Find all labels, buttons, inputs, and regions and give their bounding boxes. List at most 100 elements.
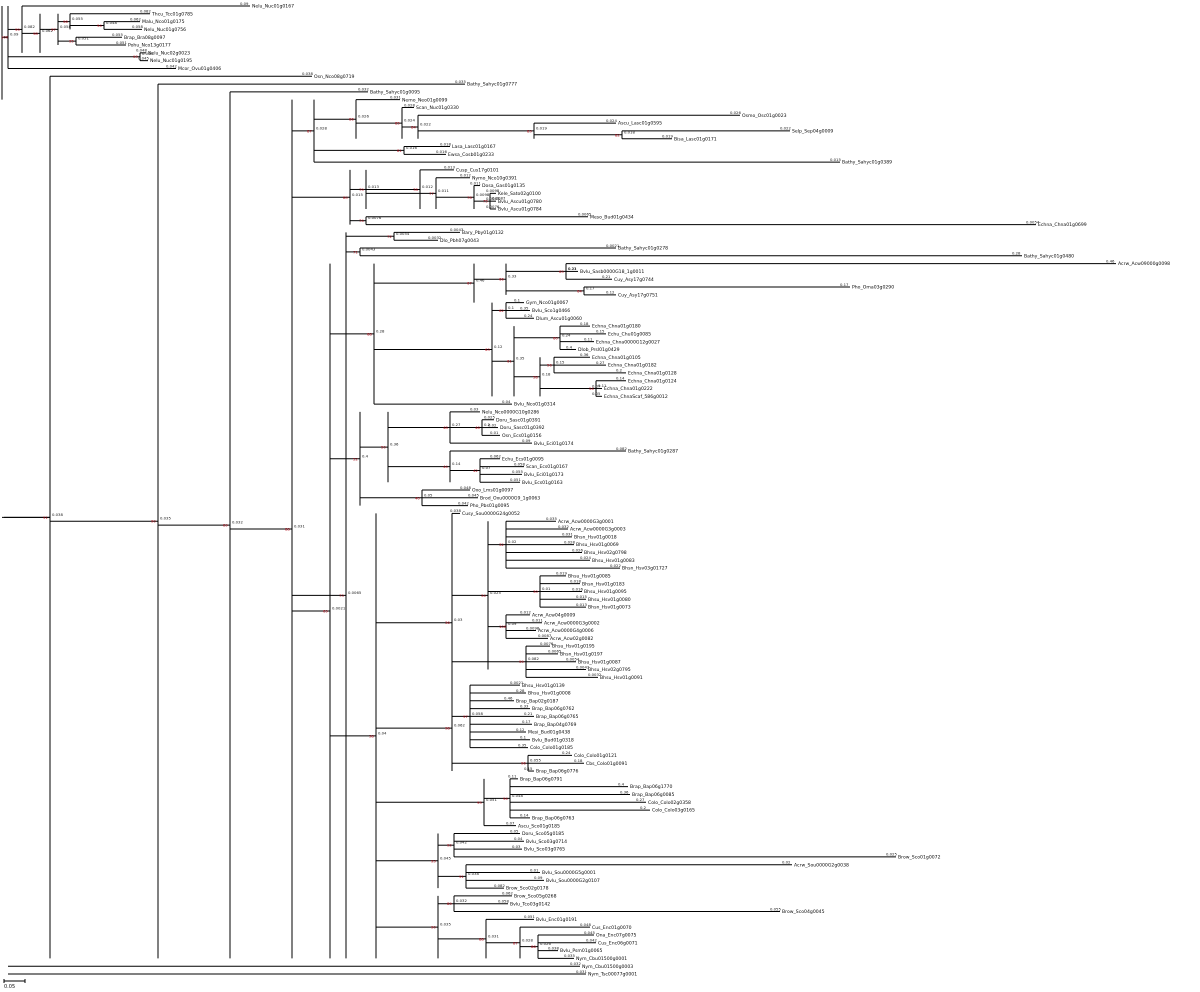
tree-leaf-label: Doru_Sco05g0185 — [522, 831, 564, 837]
tree-leaf-label: Malu_Nco01g0175 — [142, 19, 185, 25]
leaf-branch-length: 0.012 — [460, 173, 471, 178]
node-branch-length: 0.17 — [586, 285, 595, 290]
tree-leaf-label: Colo_Colo03g0165 — [652, 808, 695, 814]
leaf-branch-length: 0.058 — [498, 899, 509, 904]
leaf-branch-length: 0.026 — [572, 547, 583, 552]
node-branch-length: 0.35 — [516, 356, 525, 361]
tree-leaf-label: Lasa_Lasc01g0167 — [452, 144, 496, 150]
leaf-branch-length: 0.12 — [516, 727, 525, 732]
leaf-branch-length: 0.058 — [132, 24, 143, 29]
tree-leaf-label: Brap_Bap06g0791 — [520, 776, 562, 782]
tree-leaf-label: Brap_Bap06g0763 — [532, 815, 574, 821]
node-support-value: 54 — [589, 386, 594, 391]
leaf-branch-length: 0.0098 — [486, 188, 500, 193]
node-support-value: 92 — [447, 843, 452, 848]
tree-leaf-label: Nemo_Neo01g0099 — [402, 97, 447, 103]
node-support-value: 98 — [445, 726, 450, 731]
tree-leaf-label: Osn_Nco08g0719 — [314, 74, 355, 80]
tree-leaf-label: Bhsu_Hsv02g0795 — [588, 667, 631, 673]
node-support-value: 61 — [507, 359, 512, 364]
node-support-value: 98 — [33, 31, 38, 36]
leaf-branch-length: 0.0021 — [606, 243, 620, 248]
tree-leaf-label: Echna_Chna01g0182 — [608, 363, 657, 369]
node-support-value: 86 — [531, 944, 536, 949]
tree-leaf-label: Echna_Chna01g0128 — [628, 371, 677, 377]
tree-leaf-label: Ascu_Sco01g0185 — [518, 823, 560, 829]
node-support-value: 100 — [1, 35, 9, 40]
node-branch-length: 0.18 — [542, 371, 551, 376]
tree-branches — [1, 5, 1116, 975]
node-branch-length: 0.032 — [456, 898, 467, 903]
node-branch-length: 0.1 — [508, 305, 515, 310]
node-branch-length: 0.33 — [508, 274, 517, 279]
node-support-value: 67 — [467, 281, 472, 286]
tree-leaf-label: Gym_Nco01g0067 — [526, 300, 568, 306]
node-support-value: 81 — [397, 148, 402, 153]
tree-leaf-label: Cusy_Sou0000G24g0052 — [462, 511, 520, 517]
leaf-branch-length: 0.04 — [502, 399, 511, 404]
node-support-value: 97 — [51, 27, 56, 32]
leaf-branch-length: 0.022 — [610, 563, 621, 568]
node-support-value: 40 — [415, 495, 420, 500]
leaf-branch-length: 0.024 — [606, 118, 617, 123]
leaf-branch-length: 0.028 — [404, 102, 415, 107]
tree-leaf-label: Mcor_Ovu01g0406 — [178, 66, 221, 72]
node-branch-length: 0.058 — [472, 711, 483, 716]
node-support-value: 77 — [429, 191, 434, 196]
tree-leaf-label: Acrw_Acw09000g0098 — [1118, 261, 1170, 267]
node-branch-length: 0.0054 — [396, 231, 410, 236]
node-branch-length: 0.15 — [556, 360, 565, 365]
node-branch-length: 0.015 — [352, 192, 363, 197]
node-support-value: 71 — [353, 249, 358, 254]
node-branch-length: 0.09 — [508, 621, 517, 626]
tree-leaf-label: Ewsa_Cosb01g0233 — [448, 152, 494, 158]
tree-leaf-label: Bhsu_Hsv01g0091 — [600, 675, 643, 681]
tree-leaf-label: Nelu_Nuc01g0167 — [252, 4, 294, 10]
node-support-value: 99 — [15, 27, 20, 32]
leaf-branch-length: 0.33 — [520, 703, 529, 708]
leaf-branch-length: 0.031 — [390, 94, 401, 99]
leaf-branch-length: 0.032 — [570, 961, 581, 966]
node-branch-length: 0.2 — [484, 422, 491, 427]
tree-leaf-label: Brap_Bra08g0097 — [124, 35, 165, 41]
node-branch-length: 0.038 — [468, 871, 479, 876]
node-branch-length: 0.082 — [528, 656, 539, 661]
tree-leaf-label: Acrw_Acw0000G3g0002 — [544, 620, 600, 626]
leaf-branch-length: 0.082 — [140, 9, 151, 14]
node-branch-length: 0.024 — [404, 118, 415, 123]
node-support-value: 95 — [477, 800, 482, 805]
tree-leaf-label: Dlo_Pbh07g0043 — [440, 238, 479, 244]
leaf-branch-length: 0.1 — [514, 297, 521, 302]
leaf-branch-length: 0.15 — [596, 329, 605, 334]
tree-leaf-label: Nelu_Nuc01g0756 — [144, 27, 186, 33]
tree-leaf-label: Bvlu_Ecs01g0163 — [522, 480, 563, 486]
tree-leaf-label: Brow_Sco02g0178 — [506, 886, 549, 892]
tree-leaf-label: Doru_Sasc01g0392 — [500, 425, 545, 431]
node-support-value: 58 — [533, 374, 538, 379]
node-support-value: 62 — [499, 308, 504, 313]
tree-leaf-label: Echna_Chna0000G12g0027 — [596, 339, 660, 345]
node-branch-length: 0.14 — [452, 461, 461, 466]
tree-leaf-label: Nelu_Nco0000G10g0286 — [482, 410, 539, 416]
node-branch-length: 0.032 — [232, 520, 243, 525]
leaf-branch-length: 0.051 — [524, 914, 535, 919]
leaf-branch-length: 0.062 — [502, 891, 513, 896]
leaf-branch-length: 0.03 — [512, 844, 521, 849]
leaf-branch-length: 0.4 — [618, 781, 625, 786]
node-branch-length: 0.09 — [10, 32, 19, 37]
node-branch-length: 0.062 — [454, 723, 465, 728]
tree-leaf-label: Bvlu_Sco03g0714 — [526, 839, 567, 845]
tree-leaf-label: Echna_Chna01g0105 — [592, 355, 641, 361]
tree-leaf-label: Bhsu_Hsv01g0069 — [576, 542, 619, 548]
node-support-value: 30 — [533, 589, 538, 594]
leaf-branch-length: 0.05 — [592, 391, 601, 396]
node-support-value: 87 — [513, 940, 518, 945]
tree-leaf-label: Brod_Oxu0000G9_1g0063 — [480, 495, 540, 501]
leaf-branch-length: 0.048 — [136, 48, 147, 53]
tree-leaf-label: Cuy_Asy17g0744 — [614, 277, 654, 283]
tree-leaf-label: Colo_Colo01g0185 — [530, 745, 573, 751]
leaf-branch-length: 0.038 — [450, 508, 461, 513]
tree-leaf-label: Bhsu_Hsv01g0195 — [552, 644, 595, 650]
tree-leaf-label: Cusp_Cus17g0101 — [456, 168, 499, 174]
tree-leaf-label: Pho_Pbs01g0095 — [470, 503, 509, 509]
